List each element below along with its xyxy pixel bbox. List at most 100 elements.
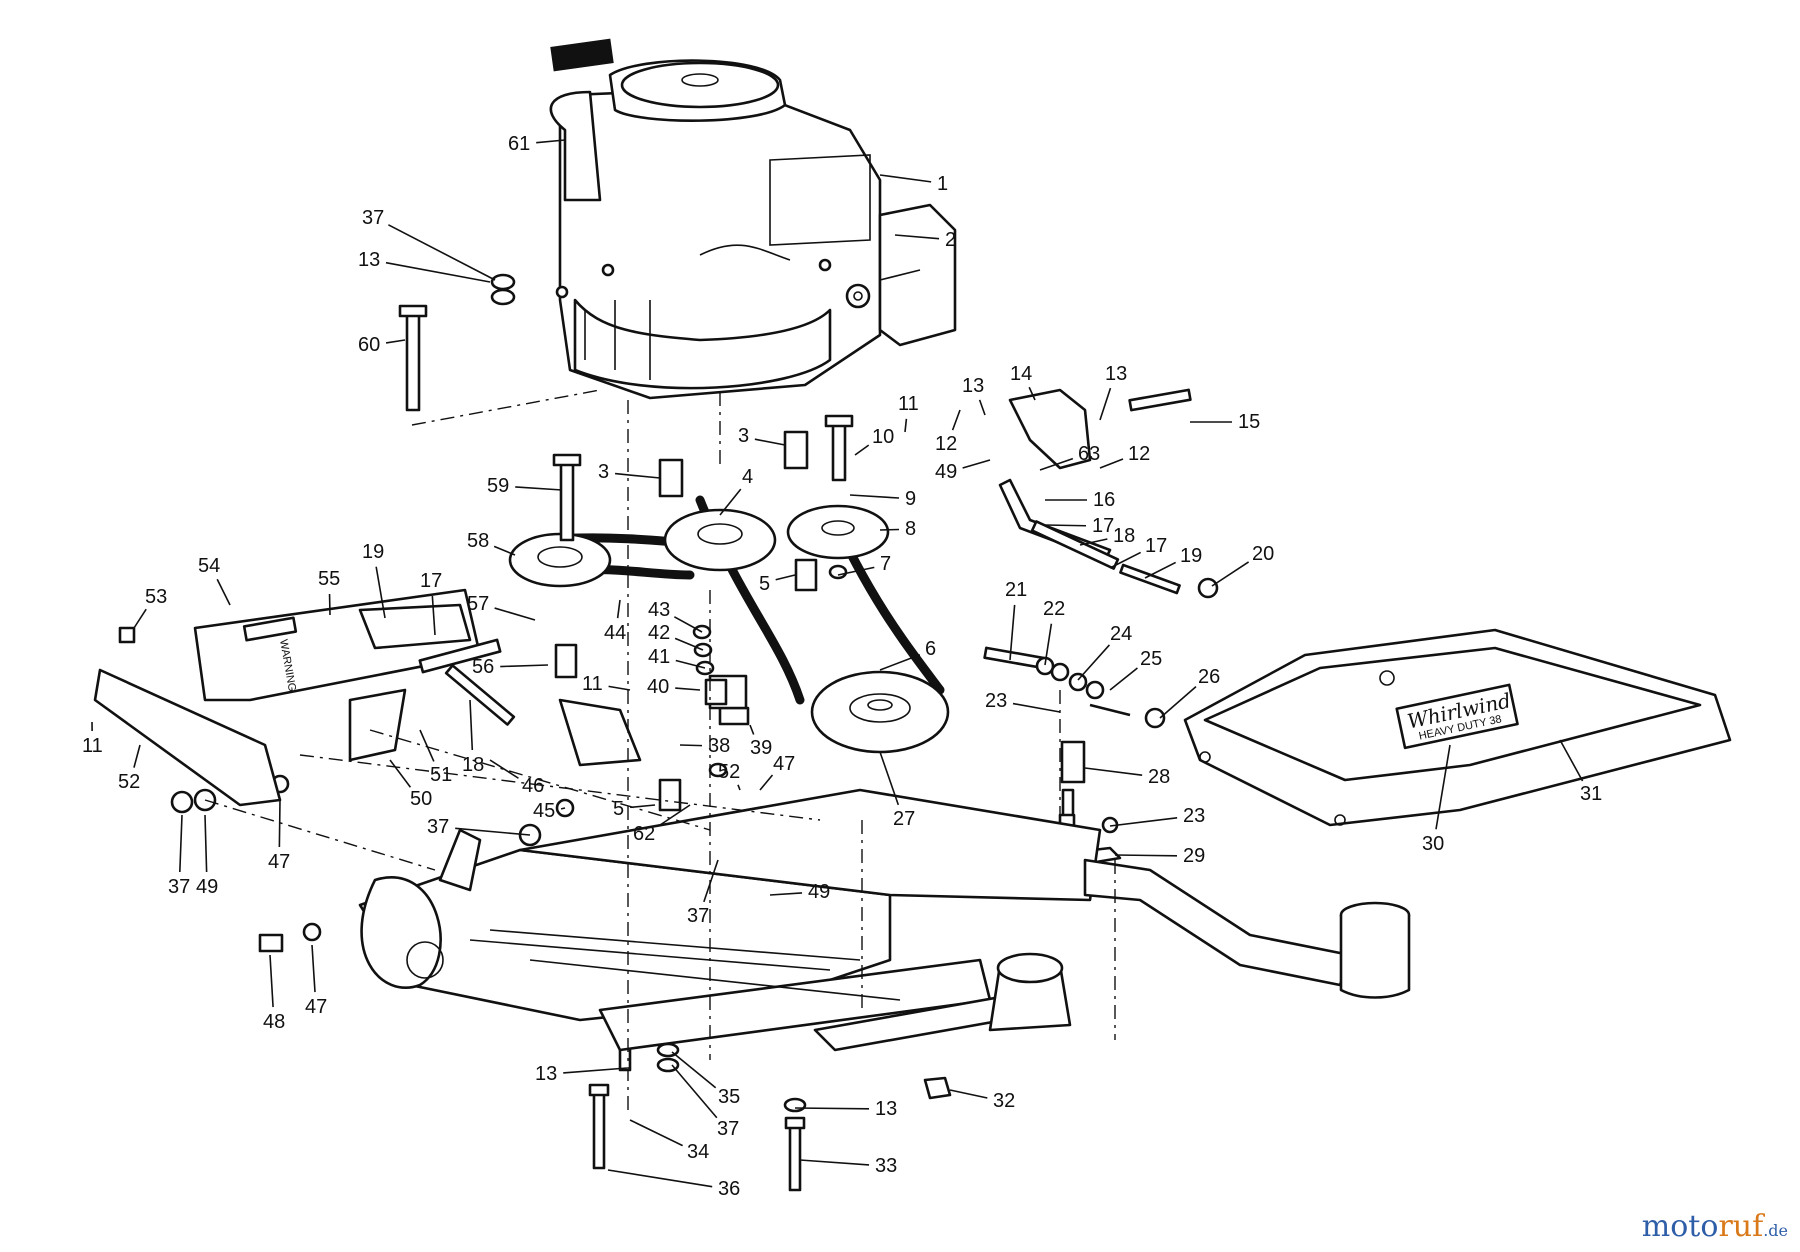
leader-line [608, 685, 631, 691]
leader-line [737, 784, 741, 791]
callout-27: 27 [893, 808, 915, 830]
leader-line [854, 444, 870, 456]
callout-12b: 12 [1128, 443, 1150, 465]
leader-line [1077, 644, 1111, 681]
callout-29: 29 [1183, 845, 1205, 867]
leader-line [673, 616, 703, 633]
leader-line [216, 578, 231, 606]
leader-line [616, 599, 621, 619]
callout-53: 53 [145, 586, 167, 608]
leader-line [1084, 767, 1143, 776]
leader-line [1099, 387, 1112, 421]
callout-37a: 37 [362, 207, 384, 229]
callout-20: 20 [1252, 543, 1274, 565]
callout-13c: 13 [1105, 363, 1127, 385]
leader-line [385, 261, 491, 283]
left-linkage: WARNING [93, 588, 642, 807]
callout-33: 33 [875, 1155, 897, 1177]
leader-line [500, 664, 549, 668]
callout-14: 14 [1010, 363, 1032, 385]
callout-42: 42 [648, 622, 670, 644]
callout-49b: 49 [196, 876, 218, 898]
callout-3a: 3 [598, 461, 609, 483]
leader-line [1109, 816, 1178, 827]
leader-line [1435, 744, 1451, 830]
callout-48: 48 [263, 1011, 285, 1033]
leader-line [849, 494, 900, 499]
callout-47c: 47 [305, 996, 327, 1018]
leader-line [607, 1169, 713, 1188]
leader-line [1079, 538, 1108, 546]
callout-31: 31 [1580, 783, 1602, 805]
callout-49a: 49 [935, 461, 957, 483]
leader-line [675, 659, 706, 669]
leader-line [629, 804, 656, 809]
callout-21: 21 [1005, 579, 1027, 601]
leader-line [388, 224, 496, 281]
callout-37d: 37 [687, 905, 709, 927]
callout-37c: 37 [427, 816, 449, 838]
watermark-part-c: .de [1763, 1221, 1788, 1240]
leader-line [614, 472, 661, 479]
leader-line [385, 339, 406, 344]
callout-39: 39 [750, 737, 772, 759]
leader-line [1109, 667, 1138, 691]
callout-47b: 47 [268, 851, 290, 873]
callout-3b: 3 [738, 425, 749, 447]
callout-23b: 23 [1183, 805, 1205, 827]
callout-11c: 11 [82, 735, 103, 757]
callout-13d: 13 [535, 1063, 557, 1085]
drive-belt-and-pulleys [508, 495, 950, 754]
watermark-part-a: moto [1641, 1209, 1719, 1244]
leader-line [1159, 686, 1197, 719]
callout-22: 22 [1043, 598, 1065, 620]
mower-frame [358, 788, 1411, 1052]
callout-17c: 17 [420, 570, 442, 592]
callout-13b: 13 [962, 375, 984, 397]
leader-line [1144, 561, 1177, 579]
callout-1: 1 [937, 173, 948, 195]
callout-51: 51 [430, 764, 452, 786]
leader-line [769, 892, 803, 896]
leader-line [894, 234, 940, 240]
leader-line [419, 729, 435, 762]
leader-line [1044, 524, 1087, 527]
callout-19a: 19 [1180, 545, 1202, 567]
leader-line [629, 1119, 683, 1147]
leader-line [775, 574, 796, 581]
callout-13e: 13 [875, 1098, 897, 1120]
callout-47a: 47 [773, 753, 795, 775]
callout-36: 36 [718, 1178, 740, 1200]
leader-line [1044, 623, 1053, 666]
leader-line [1099, 458, 1124, 469]
callout-9: 9 [905, 488, 916, 510]
leader-line [563, 1067, 628, 1074]
callout-4: 4 [742, 466, 753, 488]
callout-numbers: 1 2 3 3 4 5 5 6 7 8 9 10 11 11 11 12 12 … [82, 133, 1602, 1200]
callout-50: 50 [410, 788, 432, 810]
callout-6: 6 [925, 638, 936, 660]
leader-line [794, 1107, 870, 1110]
leader-line [674, 637, 704, 651]
callout-52a: 52 [118, 771, 140, 793]
leader-line [879, 654, 921, 671]
callout-25: 25 [1140, 648, 1162, 670]
callout-62: 62 [633, 823, 655, 845]
callout-32: 32 [993, 1090, 1015, 1112]
callout-12a: 12 [935, 433, 957, 455]
callout-35: 35 [718, 1086, 740, 1108]
callout-2: 2 [945, 229, 956, 251]
leader-line [749, 724, 755, 735]
callout-59: 59 [487, 475, 509, 497]
leader-line [978, 399, 986, 416]
callout-10: 10 [872, 426, 894, 448]
leader-line [754, 438, 786, 446]
leader-line [719, 488, 742, 516]
hardware-parts [118, 273, 1219, 1192]
leader-line [951, 409, 961, 431]
callout-19b: 19 [362, 541, 384, 563]
leader-line [493, 545, 516, 556]
leader-line [560, 807, 566, 810]
leader-line [679, 744, 703, 747]
